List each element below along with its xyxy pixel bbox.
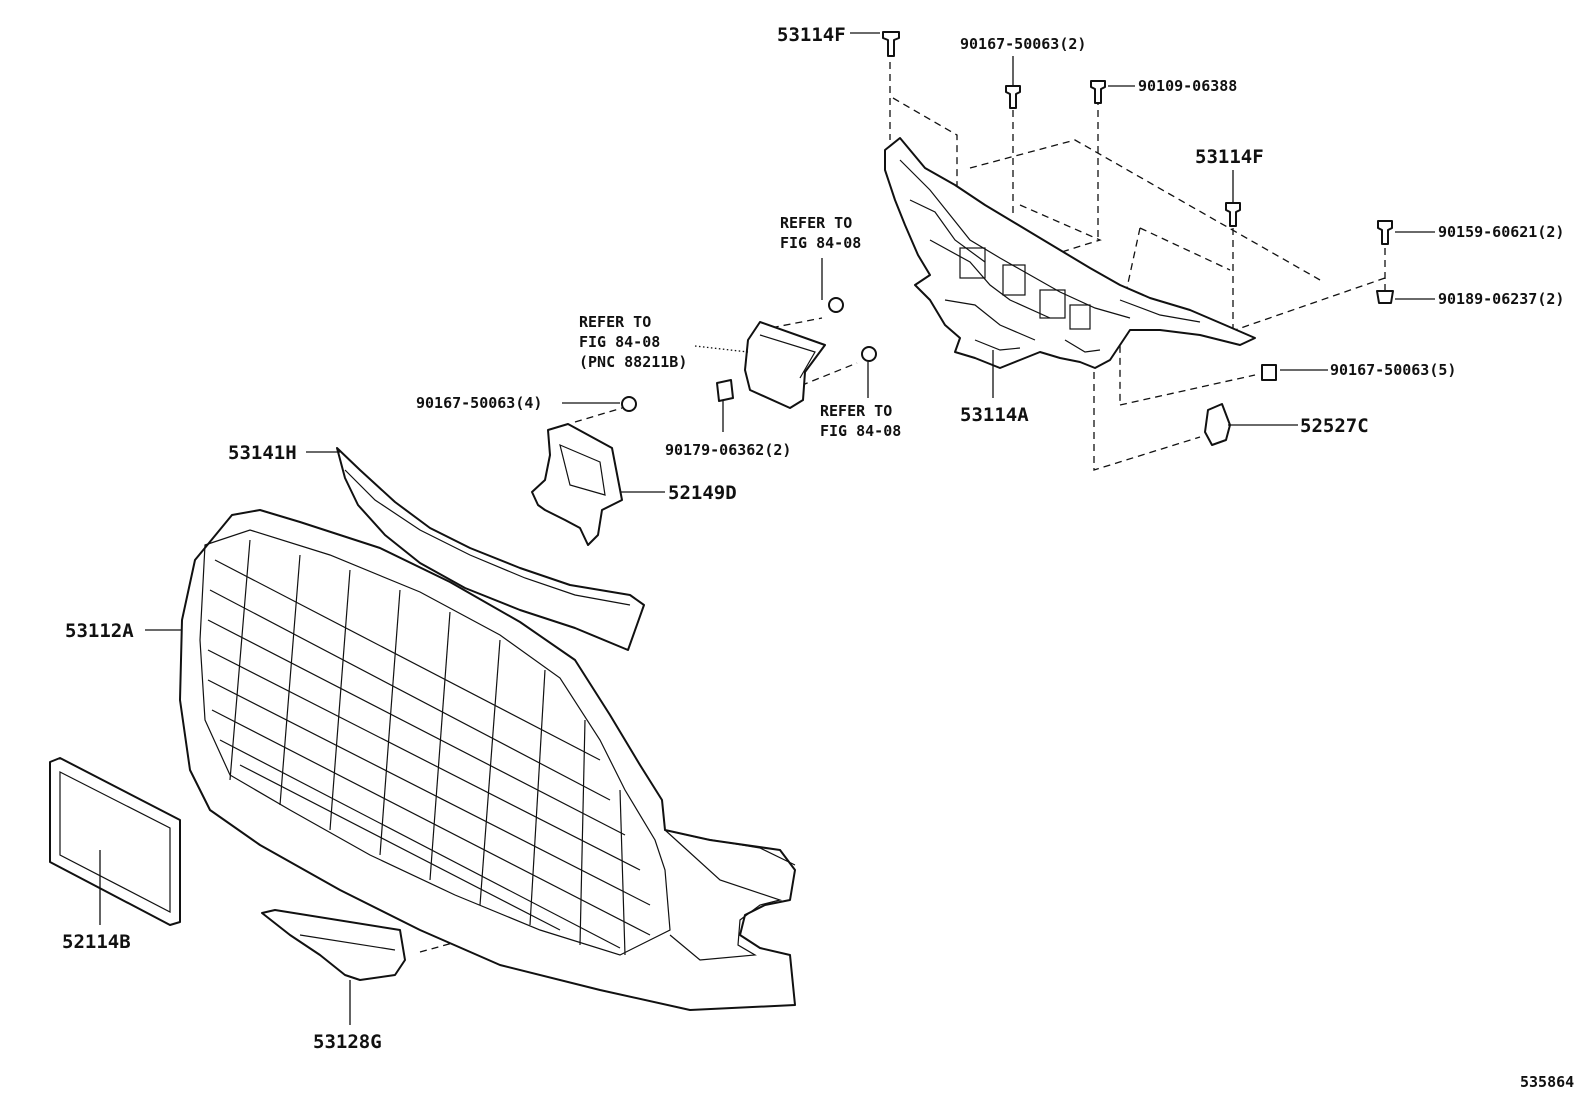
- drawing-number: 535864: [1520, 1073, 1574, 1091]
- reference-note: FIG 84-08: [820, 422, 901, 440]
- upper-grille-molding: [336, 447, 645, 651]
- part-label: 90167-50063(2): [960, 35, 1086, 53]
- fastener-clips: [621, 31, 1394, 446]
- reference-note: REFER TO: [579, 313, 651, 331]
- part-label: 53114F: [777, 24, 846, 46]
- radiator-grille: [179, 509, 796, 1011]
- part-label: 90189-06237(2): [1438, 290, 1564, 308]
- part-label: 53114A: [960, 404, 1029, 426]
- leader-lines: [99, 32, 1435, 1025]
- part-label: 90179-06362(2): [665, 441, 791, 459]
- reference-note: REFER TO: [820, 402, 892, 420]
- grille-mesh: [207, 539, 651, 956]
- part-label: 53112A: [65, 620, 134, 642]
- reference-note: (PNC 88211B): [579, 353, 687, 371]
- part-label: 90167-50063(5): [1330, 361, 1456, 379]
- radar-sensor-unit: [744, 321, 826, 409]
- reference-note: FIG 84-08: [780, 234, 861, 252]
- part-labels: 53114F 90167-50063(2) 90109-06388 53114F…: [62, 24, 1574, 1091]
- grille-extension-piece: [261, 909, 406, 981]
- part-label: 90109-06388: [1138, 77, 1237, 95]
- part-label: 90159-60621(2): [1438, 223, 1564, 241]
- part-label: 53114F: [1195, 146, 1264, 168]
- sensor-bracket: [531, 423, 623, 546]
- reference-note: REFER TO: [780, 214, 852, 232]
- part-label: 52114B: [62, 931, 131, 953]
- reference-note: FIG 84-08: [579, 333, 660, 351]
- part-label: 53128G: [313, 1031, 382, 1053]
- part-label: 52149D: [668, 482, 737, 504]
- part-label: 53141H: [228, 442, 297, 464]
- part-label: 52527C: [1300, 415, 1369, 437]
- license-plate-bracket: [49, 757, 181, 926]
- grille-mounting-bracket: [884, 137, 1256, 369]
- part-label: 90167-50063(4): [416, 394, 542, 412]
